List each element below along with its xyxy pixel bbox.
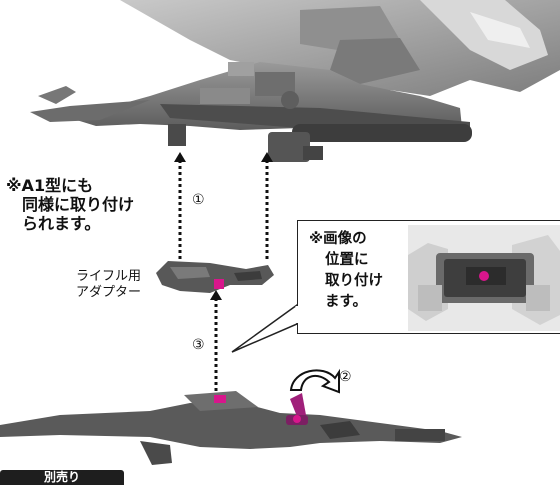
compatibility-note: ※A1型にも 同様に取り付け られます。 — [6, 176, 134, 233]
rifle-illustration — [0, 391, 462, 465]
callout-line-2: 位置に — [325, 252, 369, 268]
step-1-marker: ① — [192, 192, 205, 208]
callout-line-4: ます。 — [325, 294, 368, 310]
callout-line-3: 取り付け — [325, 273, 383, 289]
note-line-1: ※A1型にも — [6, 176, 94, 195]
callout-line-1: ※画像の — [309, 231, 367, 247]
callout-photo — [408, 225, 560, 331]
callout-note: ※画像の 位置に 取り付け ます。 — [309, 229, 383, 313]
note-line-3: られます。 — [22, 214, 101, 233]
adapter-label-line-2: アダプター — [76, 285, 142, 300]
rotate-arrow-icon — [289, 368, 340, 394]
step-2-marker: ② — [339, 369, 352, 385]
step-3-marker: ③ — [192, 337, 205, 353]
rifle-adapter-illustration — [156, 261, 274, 293]
adapter-label-line-1: ライフル用 — [76, 269, 142, 284]
sold-separately-tab: 別売り — [0, 470, 124, 485]
adapter-label: ライフル用 アダプター — [76, 269, 141, 301]
note-line-2: 同様に取り付け — [22, 195, 135, 214]
upper-mech-illustration — [30, 0, 560, 162]
